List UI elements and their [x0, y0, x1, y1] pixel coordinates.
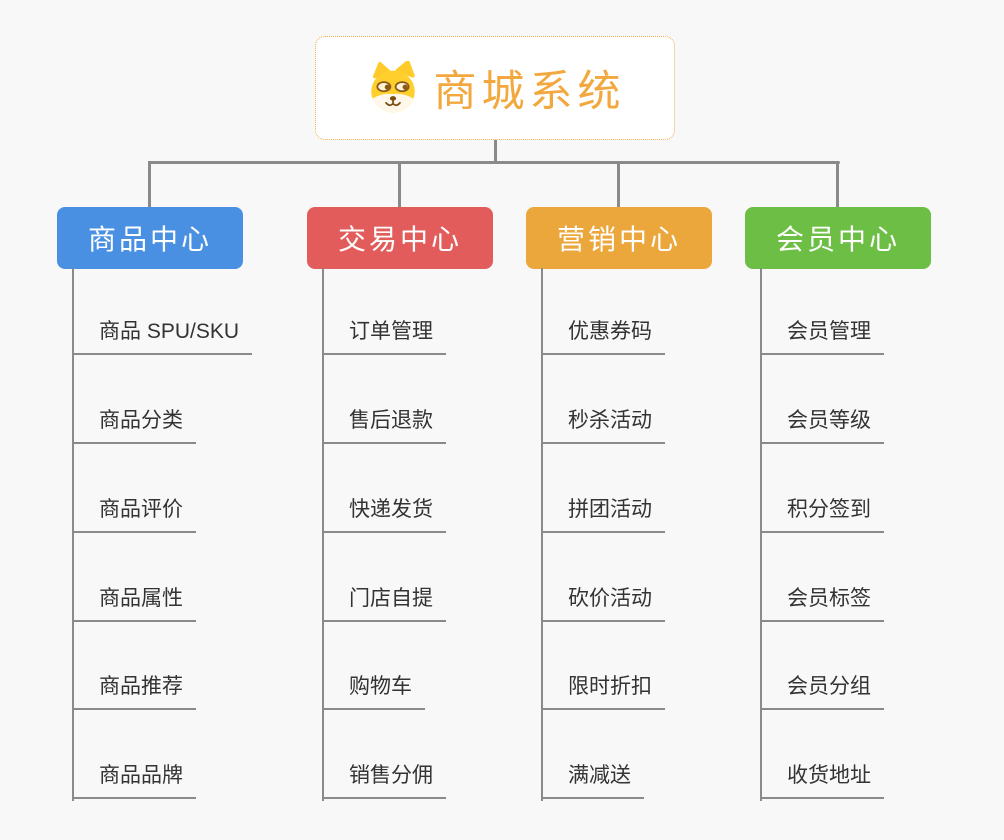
- child-topic-label: 商品推荐: [99, 675, 183, 698]
- child-topic-label: 限时折扣: [568, 675, 652, 698]
- child-topic-label: 会员等级: [787, 409, 871, 432]
- child-topic-node[interactable]: 销售分佣: [322, 762, 446, 799]
- connector-line: [760, 268, 762, 801]
- connector-line: [836, 161, 839, 207]
- child-topic-label: 商品 SPU/SKU: [99, 320, 240, 343]
- child-topic-label: 积分签到: [787, 498, 871, 521]
- child-topic-label: 拼团活动: [568, 498, 652, 521]
- branch-topic-label: 会员中心: [775, 224, 900, 255]
- child-topic-node[interactable]: 商品 SPU/SKU: [72, 318, 253, 355]
- child-topic-node[interactable]: 商品分类: [72, 407, 196, 444]
- branch-topic-node[interactable]: 营销中心: [526, 207, 712, 269]
- child-topic-node[interactable]: 商品推荐: [72, 673, 196, 710]
- branch-topic-node[interactable]: 商品中心: [57, 207, 243, 269]
- child-topic-label: 秒杀活动: [568, 409, 652, 432]
- child-topic-label: 快递发货: [349, 498, 433, 521]
- connector-line: [541, 268, 543, 801]
- child-topic-node[interactable]: 门店自提: [322, 585, 446, 622]
- child-topic-node[interactable]: 售后退款: [322, 407, 446, 444]
- branch-topic-label: 营销中心: [556, 224, 681, 255]
- child-topic-label: 优惠券码: [568, 320, 652, 343]
- branch-topic-node[interactable]: 会员中心: [745, 207, 931, 269]
- shiba-dog-icon: [365, 61, 421, 115]
- child-topic-label: 订单管理: [349, 320, 433, 343]
- connector-line: [148, 161, 840, 164]
- child-topic-label: 收货地址: [787, 764, 871, 787]
- branch-column: 会员中心 会员管理会员等级积分签到会员标签会员分组收货地址: [745, 0, 1004, 840]
- child-topic-label: 商品品牌: [99, 764, 183, 787]
- child-topic-label: 商品属性: [99, 587, 183, 610]
- branch-column: 交易中心 订单管理售后退款快递发货门店自提购物车销售分佣: [307, 0, 567, 840]
- connector-line: [617, 161, 620, 207]
- child-topic-node[interactable]: 会员等级: [760, 407, 884, 444]
- child-topic-node[interactable]: 积分签到: [760, 496, 884, 533]
- child-topic-node[interactable]: 满减送: [541, 762, 644, 799]
- branch-topic-node[interactable]: 交易中心: [307, 207, 493, 269]
- child-topic-node[interactable]: 商品品牌: [72, 762, 196, 799]
- child-topic-node[interactable]: 限时折扣: [541, 673, 665, 710]
- child-topic-label: 会员管理: [787, 320, 871, 343]
- branch-column: 营销中心 优惠券码秒杀活动拼团活动砍价活动限时折扣满减送: [526, 0, 786, 840]
- child-topic-node[interactable]: 收货地址: [760, 762, 884, 799]
- child-topic-node[interactable]: 会员分组: [760, 673, 884, 710]
- branch-topic-label: 商品中心: [87, 224, 212, 255]
- child-topic-label: 门店自提: [349, 587, 433, 610]
- branch-topic-label: 交易中心: [337, 224, 462, 255]
- child-topic-node[interactable]: 购物车: [322, 673, 425, 710]
- child-topic-label: 购物车: [349, 675, 412, 698]
- child-topic-node[interactable]: 快递发货: [322, 496, 446, 533]
- child-topic-label: 砍价活动: [568, 587, 652, 610]
- child-topic-node[interactable]: 商品属性: [72, 585, 196, 622]
- child-topic-label: 满减送: [568, 764, 631, 787]
- child-topic-node[interactable]: 会员标签: [760, 585, 884, 622]
- child-topic-label: 商品评价: [99, 498, 183, 521]
- child-topic-node[interactable]: 秒杀活动: [541, 407, 665, 444]
- child-topic-node[interactable]: 砍价活动: [541, 585, 665, 622]
- connector-line: [398, 161, 401, 207]
- connector-line: [148, 161, 151, 207]
- child-topic-label: 商品分类: [99, 409, 183, 432]
- child-topic-node[interactable]: 会员管理: [760, 318, 884, 355]
- branch-column: 商品中心 商品 SPU/SKU 商品分类商品评价商品属性商品推荐商品品牌: [57, 0, 317, 840]
- root-topic-node[interactable]: 商城系统: [315, 36, 675, 140]
- child-topic-label: 会员分组: [787, 675, 871, 698]
- connector-line: [72, 268, 74, 801]
- child-topic-label: 售后退款: [349, 409, 433, 432]
- child-topic-node[interactable]: 订单管理: [322, 318, 446, 355]
- connector-line: [322, 268, 324, 801]
- child-topic-node[interactable]: 拼团活动: [541, 496, 665, 533]
- child-topic-label: 销售分佣: [349, 764, 433, 787]
- root-topic-title: 商城系统: [433, 68, 626, 116]
- child-topic-node[interactable]: 优惠券码: [541, 318, 665, 355]
- connector-line: [494, 140, 497, 163]
- child-topic-node[interactable]: 商品评价: [72, 496, 196, 533]
- child-topic-label: 会员标签: [787, 587, 871, 610]
